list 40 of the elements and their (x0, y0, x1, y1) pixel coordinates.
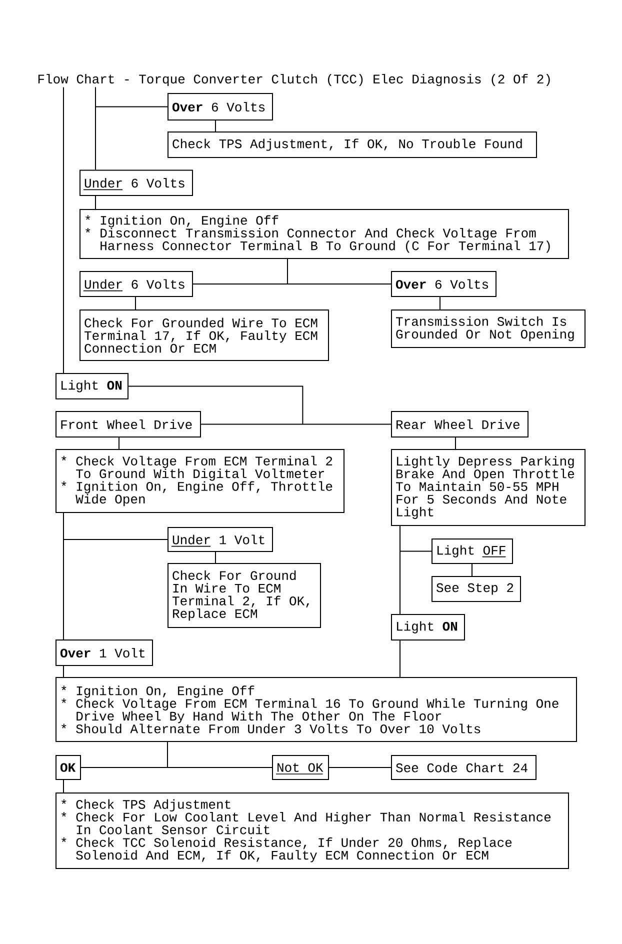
instruction-box: Check For Grounded Wire To ECM Terminal 17, If OK, Faulty ECM Connection Or ECM (80, 310, 329, 361)
instruction-box: * Check Voltage From ECM Terminal 2 To Ground With Digital Voltmeter * Ignition On, Engine Off, Throttle Wide Open (56, 449, 344, 513)
condition-box: Over 1 Volt (56, 640, 153, 666)
condition-box: Light ON (56, 373, 128, 400)
connector-line (328, 767, 392, 768)
instruction-box: * Ignition On, Engine Off * Disconnect Transmission Connector And Check Voltage From Harness Connector Terminal B To Ground (C For Terminal 17) (80, 209, 569, 259)
instruction-box: * Ignition On, Engine Off * Check Voltage From ECM Terminal 16 To Ground While Turning One Drive Wheel By Hand With The Other On The Floor * Should Alternate From Under 3 Volts To Over 10 Volts (56, 677, 577, 742)
instruction-box: Check TPS Adjustment, If OK, No Trouble Found (168, 132, 537, 158)
condition-box: Light OFF (432, 538, 513, 564)
connector-line (135, 296, 136, 310)
connector-line (63, 780, 64, 793)
condition-box: Rear Wheel Drive (391, 411, 528, 438)
connector-line (192, 258, 392, 284)
condition-box: Front Wheel Drive (56, 411, 201, 438)
connector-line (95, 196, 96, 210)
connector-line (128, 386, 392, 425)
instruction-box: Check For Ground In Wire To ECM Terminal 2, If OK, Replace ECM (168, 563, 321, 628)
condition-box: Under 1 Volt (168, 527, 273, 552)
instruction-box: Transmission Switch Is Grounded Or Not Opening (391, 310, 586, 348)
condition-box: Over 6 Volts (168, 93, 273, 120)
connector-line (215, 120, 216, 132)
instruction-box: * Check TPS Adjustment * Check For Low Coolant Level And Higher Than Normal Resistance In Coolant Sensor Circuit * Check TCC Solenoid Resistance, If Under 20 Ohms, Replace Solenoid And ECM, If OK, Faulty ECM Connection Or ECM (56, 792, 569, 869)
condition-box: Not OK (272, 755, 329, 780)
connector-line (455, 437, 456, 450)
connector-line (63, 86, 64, 374)
condition-box: Light ON (391, 614, 465, 640)
condition-box: Under 6 Volts (80, 271, 193, 297)
connector-line (63, 666, 64, 678)
connector-line (80, 742, 272, 768)
condition-box: Over 6 Volts (391, 271, 496, 297)
connector-line (118, 437, 120, 450)
connector-line (215, 552, 216, 564)
chart-title: Flow Chart - Torque Converter Clutch (TCC) Elec Diagnosis (2 Of 2) (38, 74, 550, 86)
connector-line (63, 512, 64, 640)
instruction-box: See Step 2 (432, 576, 521, 602)
instruction-box: See Code Chart 24 (391, 755, 536, 780)
condition-box: OK (56, 755, 81, 780)
connector-line (95, 86, 96, 170)
condition-box: Under 6 Volts (80, 170, 193, 196)
instruction-box: Lightly Depress Parking Brake And Open Throttle To Maintain 50-55 MPH For 5 Seconds And Note Light (391, 449, 586, 526)
